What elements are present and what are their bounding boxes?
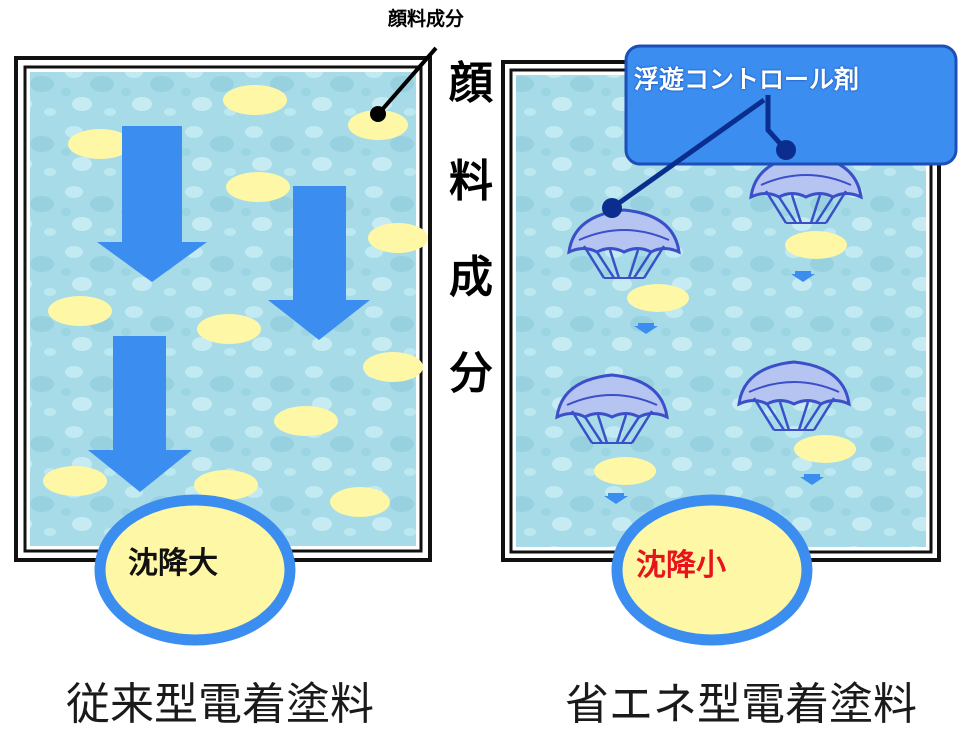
pigment-particle <box>348 110 408 140</box>
left-pigment-particles <box>43 85 428 517</box>
vertical-label-char: 料 <box>449 156 493 207</box>
pigment-particle <box>68 129 132 159</box>
down-arrow-icon <box>268 186 370 340</box>
vertical-label-char: 成 <box>449 252 493 303</box>
pigment-particle <box>785 231 847 259</box>
pigment-particle <box>368 223 428 253</box>
control-agent-label: 浮遊コントロール剤 <box>634 65 860 94</box>
pigment-particle <box>226 172 290 202</box>
down-arrow-icon <box>97 126 207 282</box>
right-settling-ellipse <box>611 494 813 646</box>
vertical-label-char: 分 <box>449 348 493 399</box>
pigment-particle <box>274 406 338 436</box>
pigment-particle <box>197 314 261 344</box>
pigment-particle <box>363 352 423 382</box>
pigment-particle <box>794 435 856 463</box>
pigment-particle <box>194 470 258 500</box>
right-settling-label: 沈降小 <box>636 548 726 583</box>
right-pigment-particles <box>594 231 856 485</box>
pigment-callout-label: 顔料成分 <box>388 8 465 30</box>
pigment-particle <box>223 85 287 115</box>
right-caption: 省エネ型電着塗料 <box>565 679 917 730</box>
pigment-particle <box>330 487 390 517</box>
down-arrow-icon <box>88 336 192 492</box>
left-settling-label: 沈降大 <box>128 546 218 581</box>
control-agent-callout <box>602 44 958 218</box>
pigment-particle <box>43 466 107 496</box>
pigment-particle <box>594 457 656 485</box>
left-settling-ellipse <box>94 494 296 646</box>
pigment-particle <box>48 296 112 326</box>
pigment-callout-pointer <box>370 46 438 122</box>
settling-arrows <box>88 126 370 492</box>
left-caption: 従来型電着塗料 <box>66 679 374 730</box>
vertical-label-char: 顔 <box>449 58 493 109</box>
pigment-particle <box>627 284 689 312</box>
